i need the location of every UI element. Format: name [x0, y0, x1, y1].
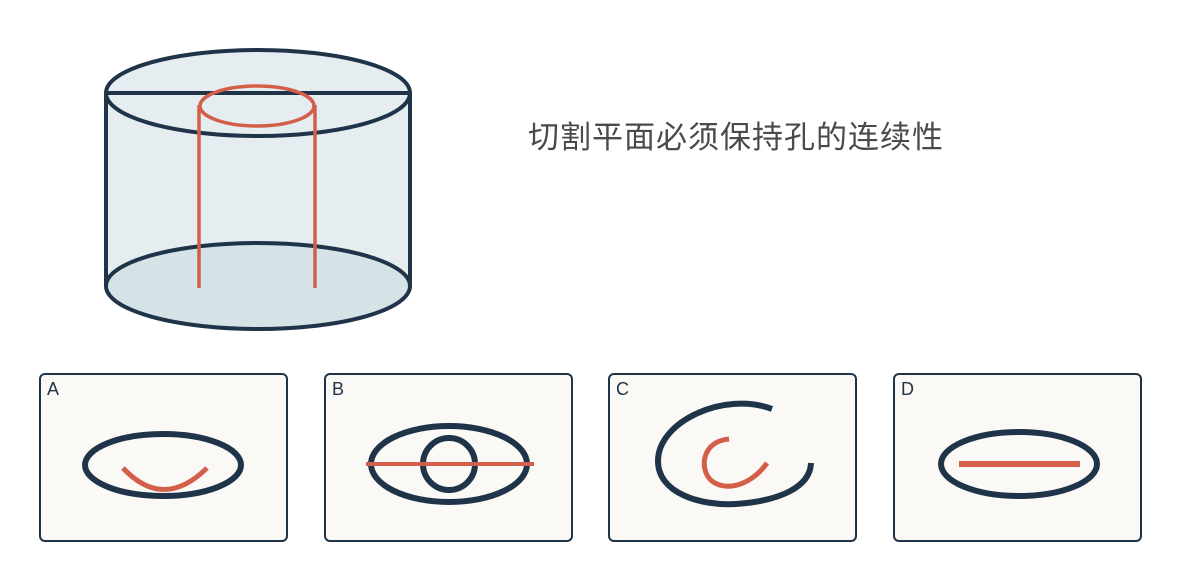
option-label: A — [47, 379, 60, 399]
option-c-figure — [654, 400, 814, 508]
outer-ellipse — [82, 431, 244, 499]
hole-top-opening — [198, 84, 316, 128]
option-c-card[interactable]: C — [608, 373, 857, 542]
option-d-figure — [938, 429, 1100, 499]
hole-open-arc — [701, 436, 770, 489]
cylinder-with-hole-figure — [104, 48, 412, 331]
option-label: D — [901, 379, 914, 399]
outer-open-arc — [654, 400, 814, 508]
option-d-card[interactable]: D — [893, 373, 1142, 542]
option-b-figure — [366, 423, 534, 505]
option-label: C — [616, 379, 629, 399]
option-a-figure — [82, 431, 244, 499]
caption-text: 切割平面必须保持孔的连续性 — [528, 120, 944, 156]
outer-ellipse — [938, 429, 1100, 499]
option-a-card[interactable]: A — [39, 373, 288, 542]
option-b-card[interactable]: B — [324, 373, 573, 542]
option-label: B — [332, 379, 345, 399]
hole-arc — [121, 466, 209, 492]
cylinder-bottom-face — [104, 241, 412, 331]
